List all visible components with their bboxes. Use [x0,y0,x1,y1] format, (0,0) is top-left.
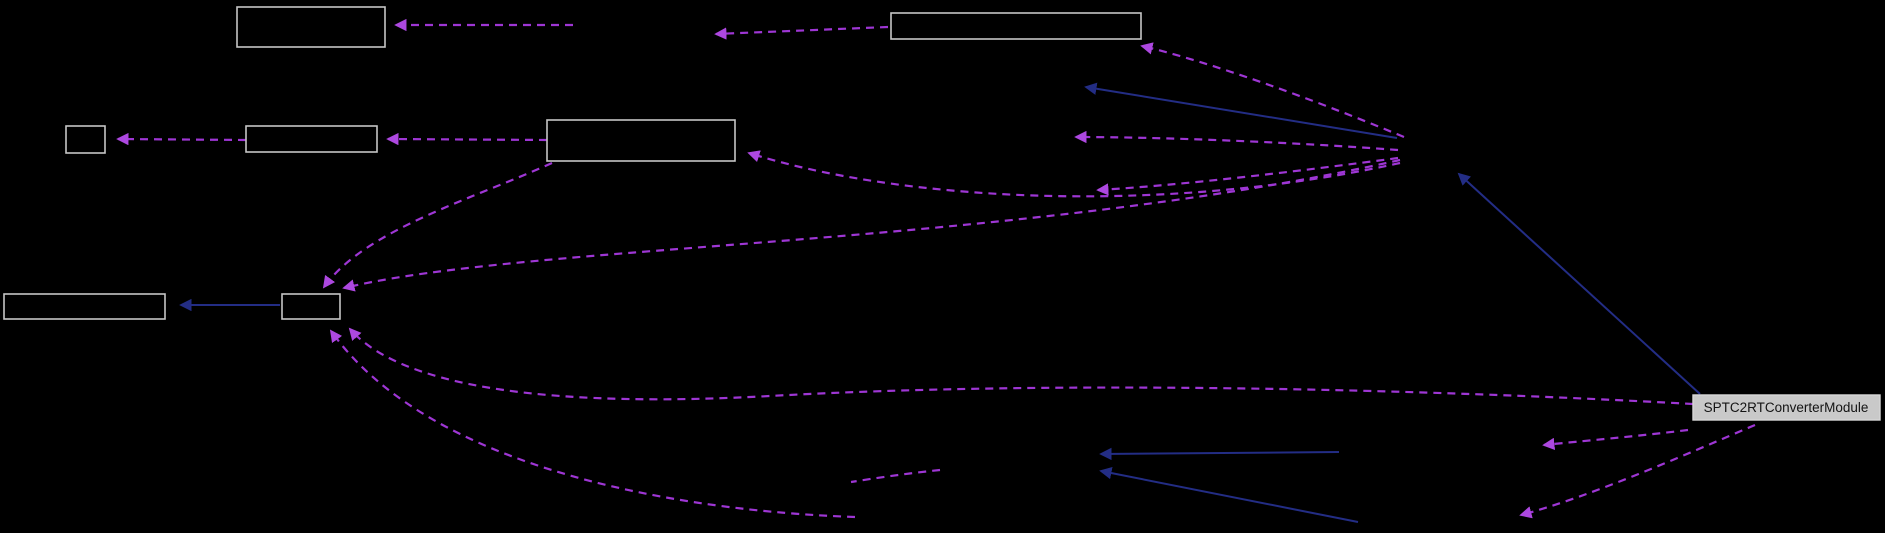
edge-dashed-mid-left-to-small [116,132,247,146]
edge-dashed-bottom-stub [850,468,941,484]
edge-dashed-module-lower-left-long [1519,423,1756,519]
node-sptc2rtconvertermodule-label: SPTC2RTConverterModule [1704,400,1869,415]
edge-dashed-hub-left-lower [1096,156,1399,196]
edge-dashed-hub-left-upper [1074,130,1399,152]
edge-dashed-hub-to-bottom-small [342,158,1401,292]
node-sptc2rtconvertermodule-box[interactable] [1692,394,1881,421]
edge-solid-bottom-upper [1099,447,1340,461]
edge-solid-module-to-hub [1457,172,1701,395]
edge-solid-bottom-lower [1099,466,1359,523]
edge-solid-hub-left [1084,82,1398,139]
edge-dashed-module-to-bottom-small-upper [348,327,1694,406]
edge-dashed-hub-to-top-center [1140,42,1405,139]
node-mid-center[interactable] [546,119,736,162]
node-top-left[interactable] [236,6,386,48]
edge-dashed-mid-center-to-bottom-small [322,161,553,289]
node-sptc2rtconvertermodule[interactable]: SPTC2RTConverterModule [1692,394,1881,421]
node-top-center[interactable] [890,12,1142,40]
node-mid-left[interactable] [245,125,378,153]
edge-dashed-mid-center-to-mid-left [386,132,548,146]
edge-dashed-module-lower-left-short [1542,428,1689,451]
node-mid-small-left[interactable] [65,125,106,154]
node-bottom-small[interactable] [281,293,341,320]
edge-dashed-hub-to-mid-center [747,150,1401,198]
edge-dashed-from-node-top-center [714,25,889,40]
edge-dashed-bottom-curve-to-bottom-small [329,329,856,519]
node-bottom-far-left[interactable] [3,293,166,320]
